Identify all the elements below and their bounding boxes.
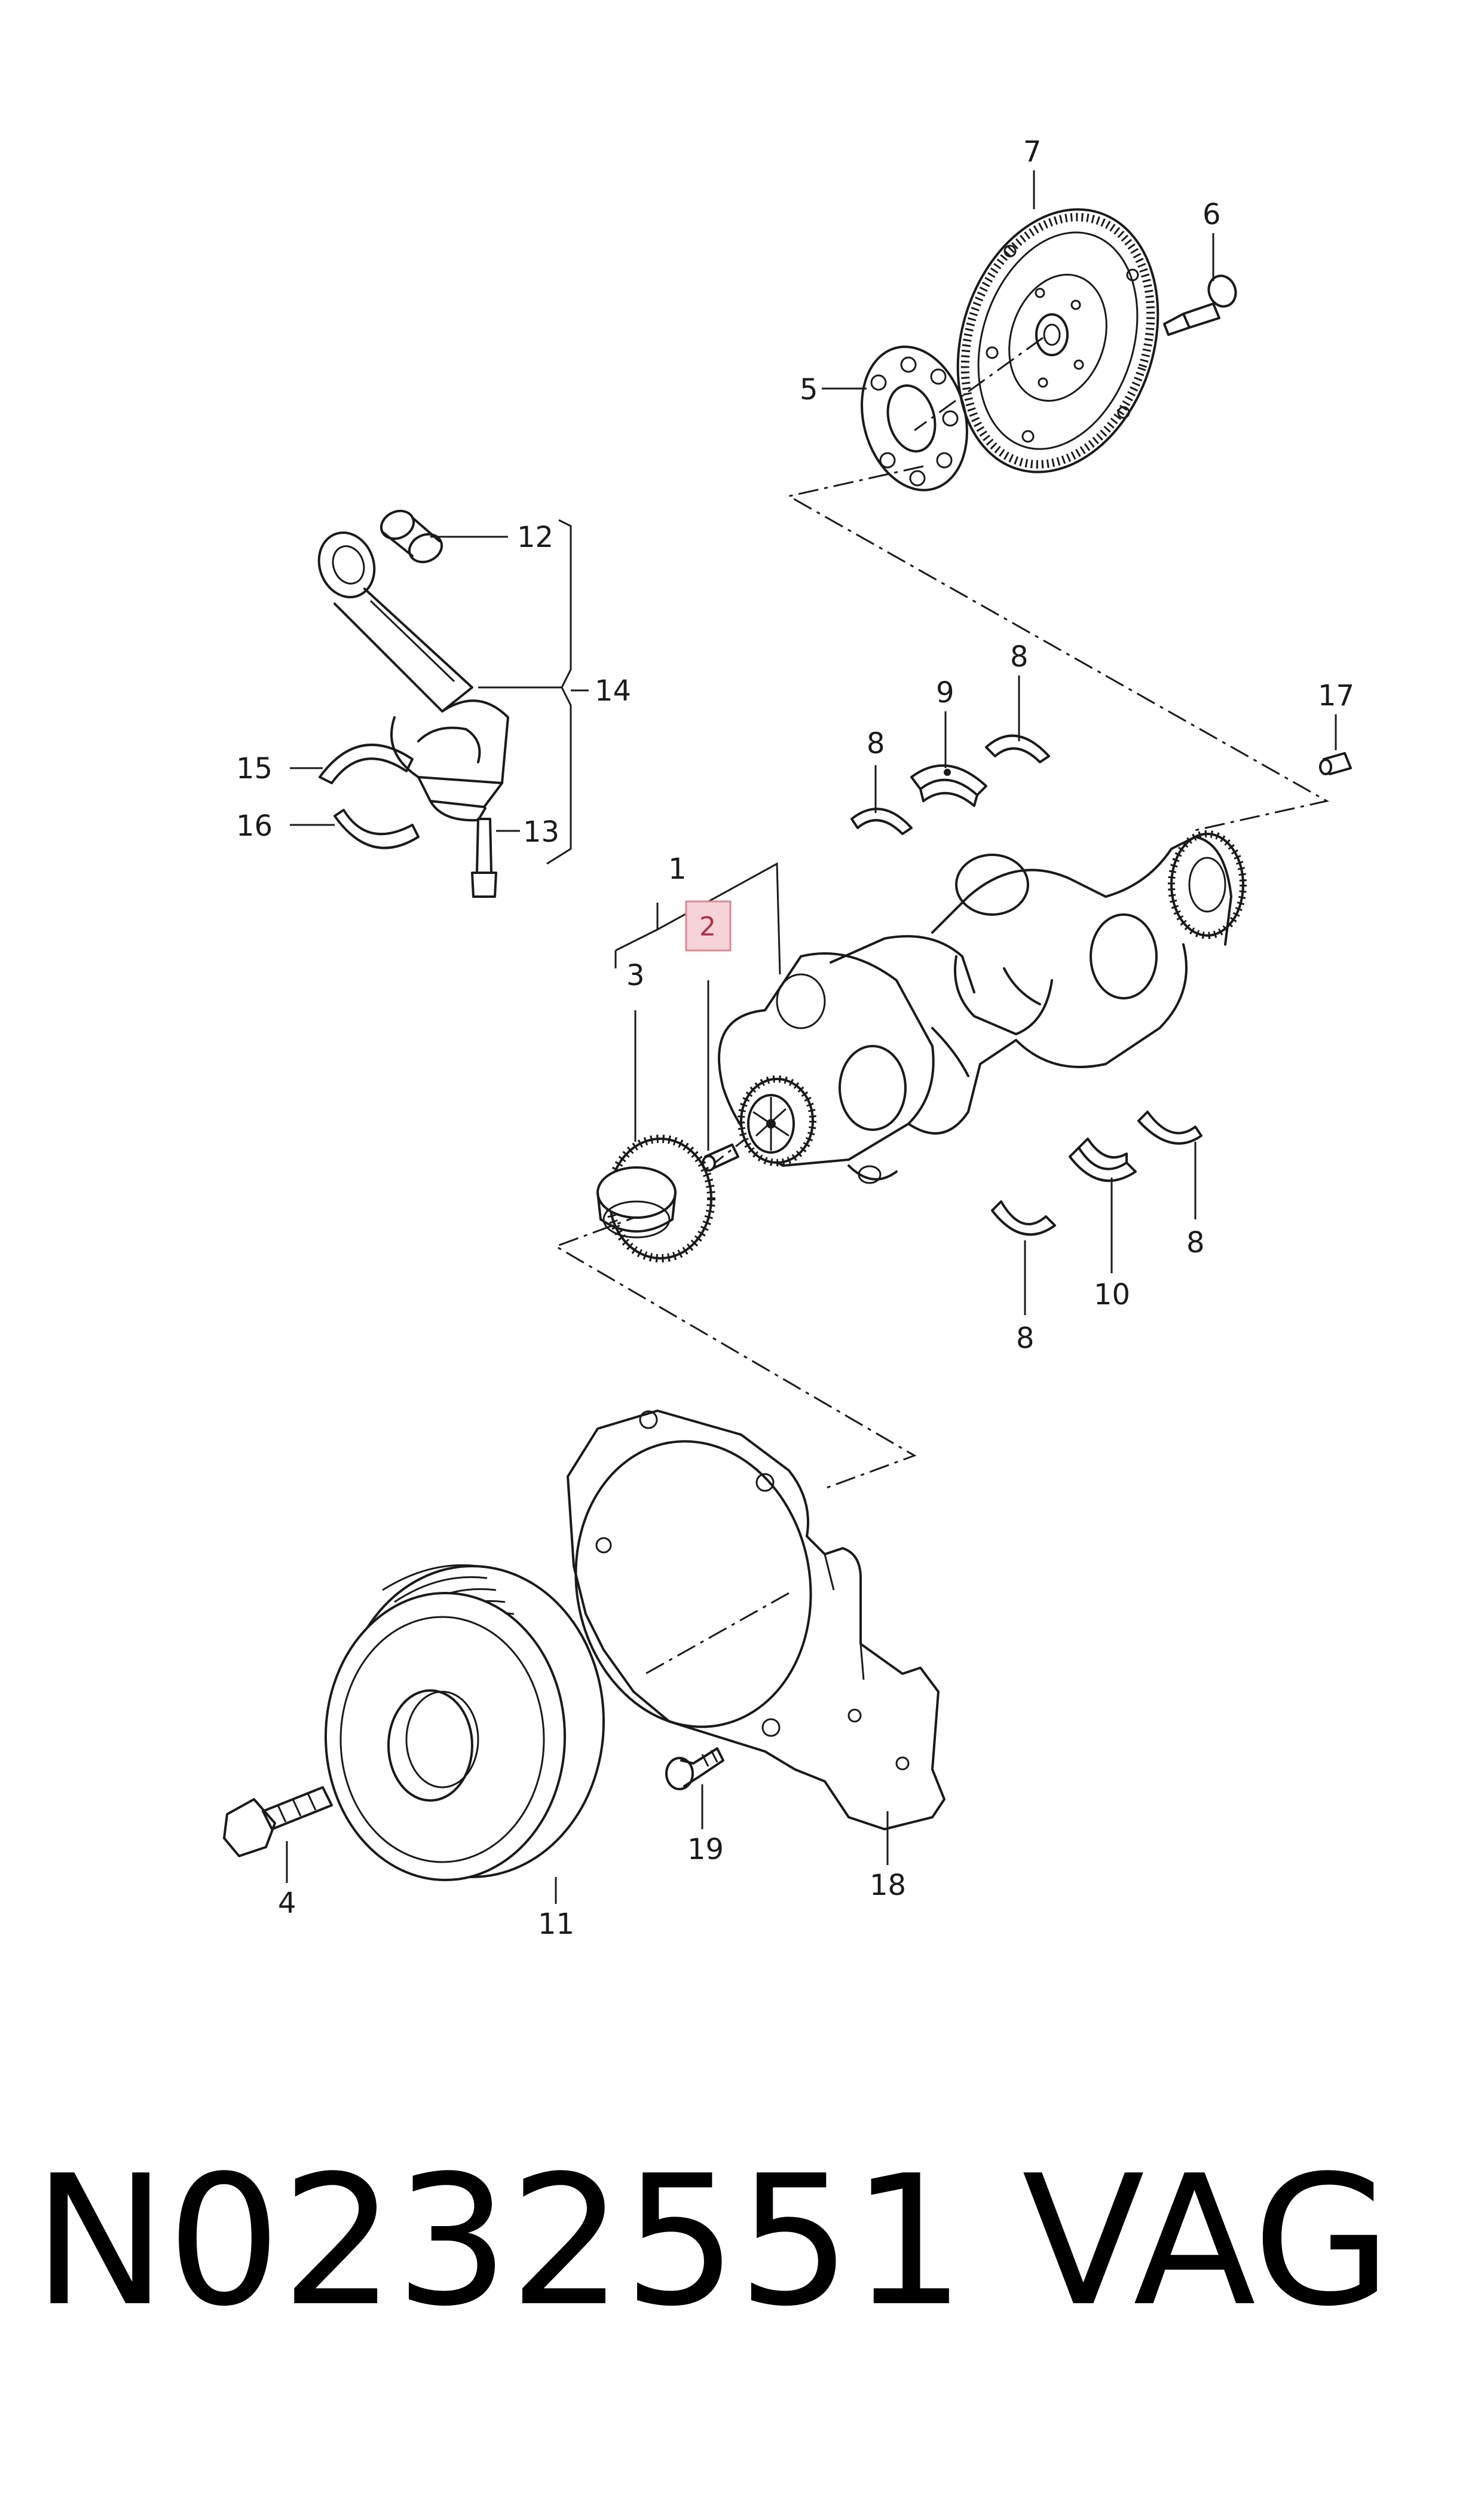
flywheel	[956, 208, 1159, 473]
callout-9: 9	[936, 676, 954, 710]
callout-4: 4	[278, 1887, 296, 1920]
locating-pin	[1319, 752, 1352, 775]
part-number: N0232551	[33, 2137, 966, 2346]
thrust-washer-lower-right	[1137, 1111, 1203, 1145]
callout-5: 5	[800, 373, 818, 406]
callout-10: 10	[1094, 1278, 1130, 1312]
callout-14: 14	[595, 674, 631, 708]
callout-13: 13	[523, 815, 559, 849]
leader-lines	[286, 170, 1337, 1904]
callout-6: 6	[1203, 198, 1221, 231]
thrust-washer-upper-right	[985, 734, 1050, 763]
flywheel-bolt	[1163, 274, 1237, 336]
connecting-rod	[317, 531, 509, 822]
callout-8-lower-right: 8	[1186, 1226, 1205, 1259]
callout-3: 3	[626, 959, 645, 992]
sealing-flange	[567, 1410, 946, 1830]
callout-17: 17	[1318, 679, 1354, 713]
bearing-shell-10	[1069, 1138, 1137, 1182]
callout-8-upper-right: 8	[1010, 640, 1029, 674]
pulley-bolt	[223, 1786, 333, 1857]
exploded-parts-diagram: 7 6 5 12 14 15 16 13 8 9 8 17 1 2 3 8 10…	[223, 135, 1354, 1941]
small-end-bushing	[380, 509, 443, 564]
callout-2: 2	[699, 912, 716, 942]
brand-name: VAG	[1022, 2137, 1392, 2346]
con-rod-bearing-shells	[319, 744, 420, 849]
part-identification-footer: N0232551 VAG	[0, 2128, 1484, 2355]
thrust-washer-lower-left	[991, 1200, 1056, 1236]
thrust-washer-upper-left	[850, 808, 913, 835]
callout-labels: 7 6 5 12 14 15 16 13 8 9 8 17 1 2 3 8 10…	[236, 135, 1354, 1941]
crankshaft	[718, 830, 1247, 1184]
callout-8-lower-left: 8	[1016, 1322, 1035, 1355]
callout-16: 16	[236, 809, 273, 843]
callout-15: 15	[236, 752, 273, 785]
callout-1: 1	[668, 852, 687, 886]
callout-2-highlight	[685, 900, 732, 952]
callout-19: 19	[687, 1833, 724, 1866]
callout-7: 7	[1023, 135, 1042, 169]
crankshaft-sprocket	[596, 1135, 715, 1262]
flange-bolt	[665, 1747, 724, 1790]
callout-18: 18	[870, 1869, 906, 1902]
callout-8-upper-left: 8	[867, 727, 885, 760]
pressure-plate-washer	[861, 346, 968, 491]
bearing-shell-9	[910, 764, 987, 807]
callout-11: 11	[538, 1907, 574, 1941]
con-rod-bolt	[471, 818, 497, 898]
vibration-damper-pulley	[325, 1564, 605, 1881]
callout-12: 12	[517, 521, 553, 554]
